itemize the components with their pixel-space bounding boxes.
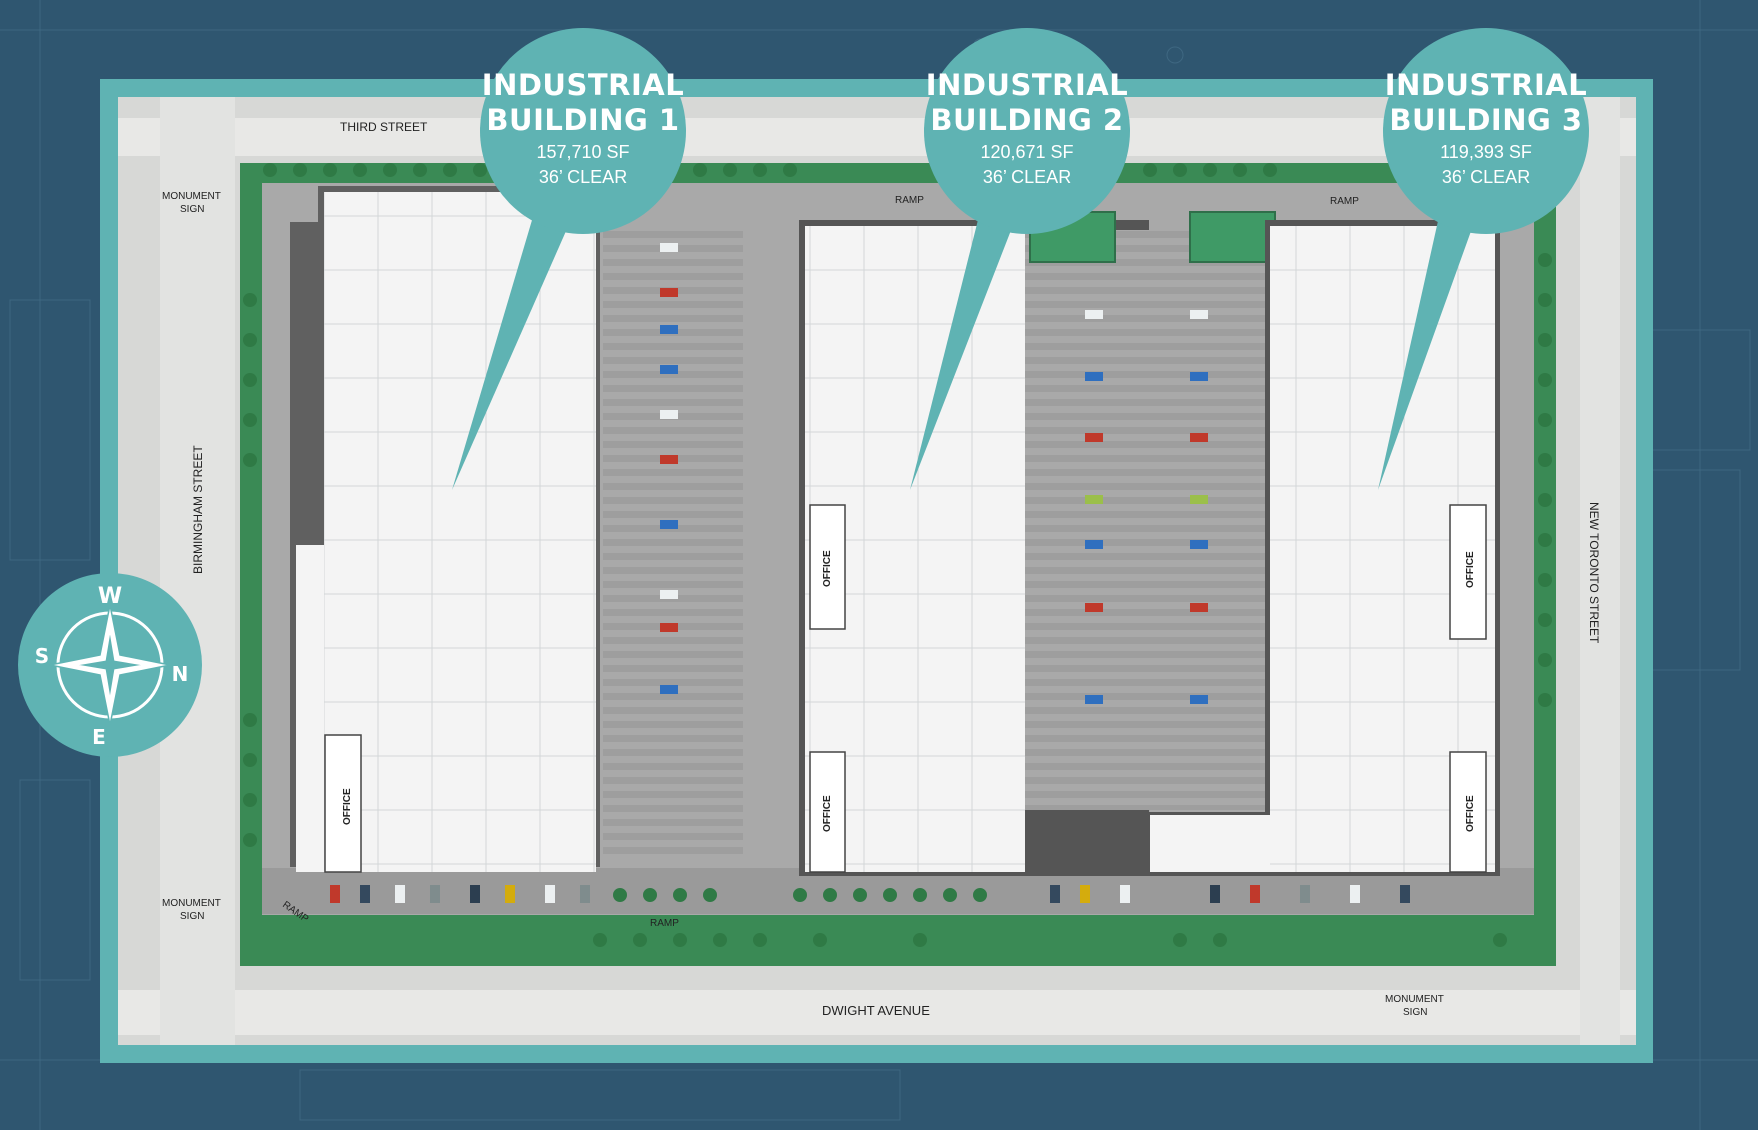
compass-south: S <box>35 644 49 668</box>
office-label: OFFICE <box>1465 795 1476 832</box>
office-label: OFFICE <box>822 550 833 587</box>
street-label-west: BIRMINGHAM STREET <box>191 445 205 574</box>
street-label-north: THIRD STREET <box>340 120 428 134</box>
building-2-area: 120,671 SF <box>980 142 1074 162</box>
monument-sign-label: MONUMENT SIGN <box>162 898 223 922</box>
building-1-clear-height: 36’ CLEAR <box>538 167 628 187</box>
building-3-name-line2: BUILDING 3 <box>1389 103 1583 137</box>
building-2-name-line1: INDUSTRIAL <box>925 68 1129 102</box>
building-2-callout: INDUSTRIAL BUILDING 2 120,671 SF 36’ CLE… <box>924 28 1130 234</box>
building-3-name-line1: INDUSTRIAL <box>1384 68 1588 102</box>
building-1-name-line2: BUILDING 1 <box>486 103 680 137</box>
callout-pointer-building-2 <box>910 212 1015 490</box>
trees <box>243 163 1552 947</box>
callout-pointer-building-1 <box>452 210 570 490</box>
building-1-callout: INDUSTRIAL BUILDING 1 157,710 SF 36’ CLE… <box>480 28 686 234</box>
building-3-area: 119,393 SF <box>1440 142 1532 162</box>
building-2-clear-height: 36’ CLEAR <box>982 167 1072 187</box>
building-2-name-line2: BUILDING 2 <box>930 103 1124 137</box>
ramp-label: RAMP <box>1330 196 1359 207</box>
compass-west: W <box>98 584 122 609</box>
compass-east: E <box>92 725 106 749</box>
truck-yard-1 <box>603 230 743 860</box>
office-label: OFFICE <box>822 795 833 832</box>
office-label: OFFICE <box>1465 551 1476 588</box>
parking-cars <box>330 243 1410 903</box>
ramp-label: RAMP <box>650 918 679 929</box>
monument-sign-label: MONUMENT SIGN <box>162 191 223 215</box>
street-label-east: NEW TORONTO STREET <box>1587 502 1601 644</box>
building-3-footprint <box>1146 220 1500 876</box>
compass-rose: W E S N <box>18 573 202 757</box>
building-3-clear-height: 36’ CLEAR <box>1441 167 1531 187</box>
building-1-footprint <box>290 186 600 873</box>
compass-north: N <box>172 662 189 686</box>
building-1-area: 157,710 SF <box>536 142 630 162</box>
building-1-name-line1: INDUSTRIAL <box>481 68 685 102</box>
building-3-callout: INDUSTRIAL BUILDING 3 119,393 SF 36’ CLE… <box>1383 28 1589 234</box>
monument-sign-label: MONUMENT SIGN <box>1385 994 1446 1018</box>
ramp-label: RAMP <box>895 195 924 206</box>
street-label-south: DWIGHT AVENUE <box>822 1003 930 1018</box>
callout-pointer-building-3 <box>1378 212 1475 490</box>
office-label: OFFICE <box>342 788 353 825</box>
